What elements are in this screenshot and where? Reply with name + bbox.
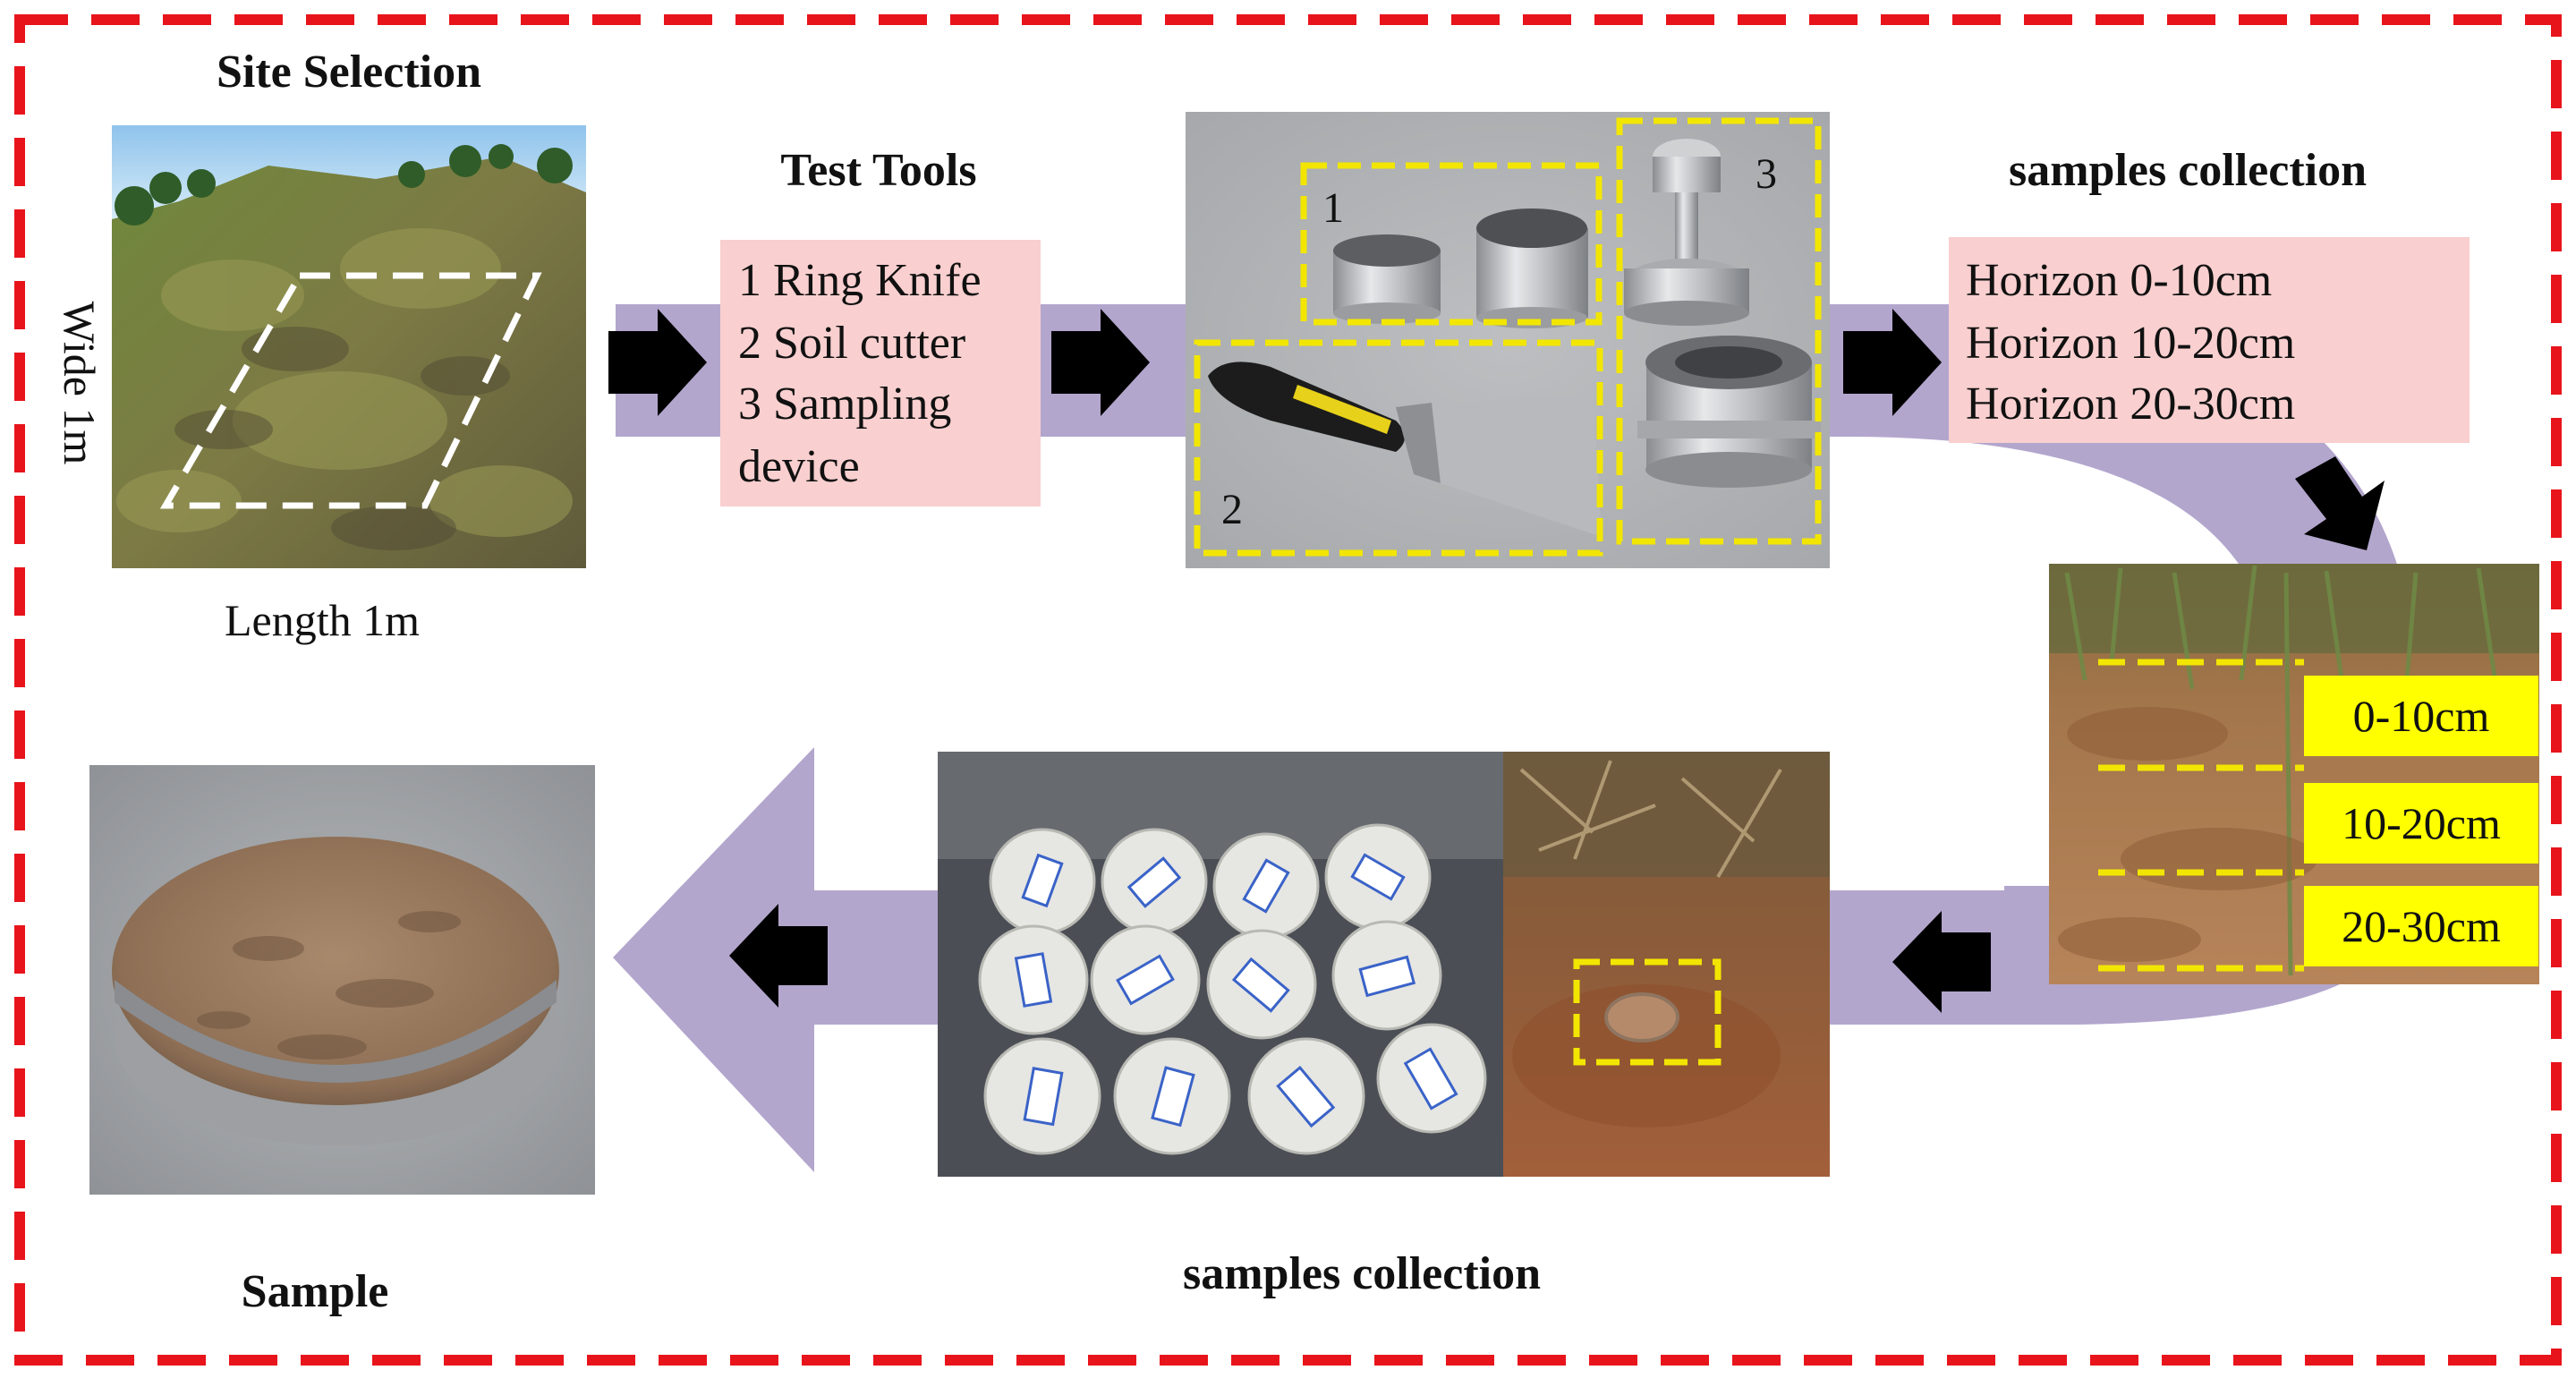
depth-tag-20-30 [2304,886,2538,966]
soil-profile-photo: 0-10cm 10-20cm 20-30cm [2049,564,2539,984]
depth-tag-label-2: 10-20cm [2342,798,2501,848]
tool-photo-label-2: 2 [1221,486,1243,533]
soil-core-icon [112,837,559,1105]
samples-collection-title-bottom: samples collection [1183,1248,1541,1299]
tool-item-1: 1 Ring Knife [738,255,982,306]
tool-item-3: 3 Sampling [738,379,951,430]
tools-photo: 1 2 3 [1186,112,1830,568]
tool-box-1 [1300,162,1603,326]
pit-photo [1503,752,1830,1177]
tool-item-2: 2 Soil cutter [738,318,965,369]
tool-photo-label-1: 1 [1322,184,1344,232]
horizons-label-box [1949,237,2470,443]
arrow-right-icon-1 [608,309,707,416]
site-selection-title: Site Selection [217,47,481,98]
site-photo [112,125,586,568]
containers-photo [938,752,1503,1177]
sample-photo [89,765,595,1195]
sampling-device-icon [1624,139,1821,488]
tool-item-3-cont: device [738,441,860,492]
tool-photo-label-3: 3 [1756,150,1777,198]
depth-tag-label-1: 0-10cm [2353,691,2490,741]
tool-box-3 [1616,117,1822,545]
arrow-left-icon-2 [729,904,828,1008]
depth-tag-10-20 [2304,783,2538,864]
arrow-down-right-icon [2295,456,2385,550]
tools-label-box [720,240,1041,506]
test-tools-title: Test Tools [780,145,976,196]
plot-outline [159,272,542,509]
ring-knife-large-icon [1476,208,1588,328]
ring-in-pit-icon [1604,992,1679,1042]
soil-cutter-icon [1208,362,1602,537]
horizon-item-2: Horizon 10-20cm [1966,318,2295,369]
arrow-right-icon-2 [1051,309,1150,416]
length-label: Length 1m [225,595,420,645]
pit-highlight-box [1573,958,1722,1066]
arrow-left-icon-1 [1892,911,1991,1013]
ring-knife-small-icon [1333,234,1441,324]
horizon-item-1: Horizon 0-10cm [1966,255,2272,306]
depth-tag-0-10 [2304,676,2538,756]
horizon-item-3: Horizon 20-30cm [1966,379,2295,430]
sample-title: Sample [242,1266,389,1317]
depth-tag-label-3: 20-30cm [2342,901,2501,951]
wide-label: Wide 1m [55,302,105,465]
arrow-right-icon-3 [1843,309,1942,416]
samples-collection-title-top: samples collection [2009,145,2367,196]
